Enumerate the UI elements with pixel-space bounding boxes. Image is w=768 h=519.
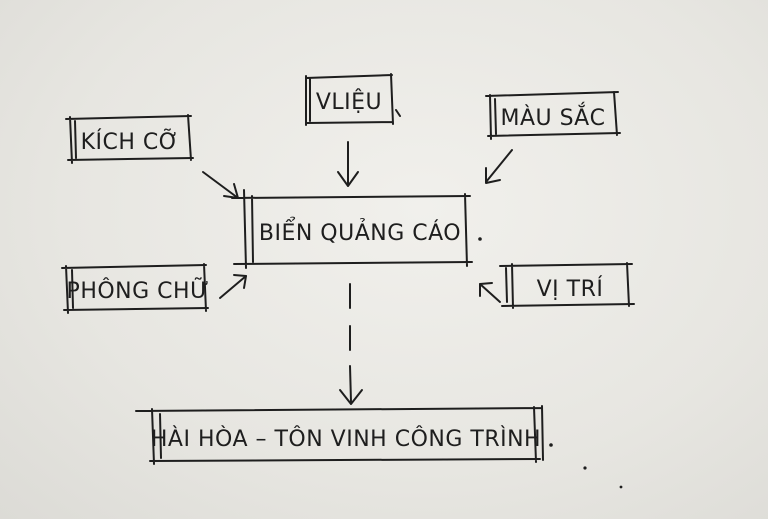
node-color: MÀU SẮC — [485, 91, 621, 140]
node-size-label: KÍCH CỠ — [81, 128, 180, 155]
node-center-label: BIỂN QUẢNG CÁO — [259, 218, 461, 246]
stray-mark — [619, 485, 623, 489]
node-result: HÀI HÒA – TÔN VINH CÔNG TRÌNH — [135, 405, 553, 465]
node-position-box — [499, 262, 635, 309]
arrow-position-to-center — [479, 282, 501, 303]
node-color-box — [485, 91, 621, 140]
arrow-material-to-center — [337, 141, 359, 187]
node-size: KÍCH CỠ — [65, 114, 194, 164]
node-color-label: MÀU SẮC — [500, 102, 605, 131]
center-period — [478, 237, 482, 241]
node-material-label: VLIỆU — [316, 89, 382, 115]
stray-mark — [583, 466, 587, 470]
node-position: VỊ TRÍ — [499, 262, 635, 309]
arrow-font-to-center — [219, 274, 247, 299]
result-period — [549, 443, 553, 447]
node-position-label: VỊ TRÍ — [537, 276, 604, 302]
node-font-label: PHÔNG CHỮ — [67, 277, 210, 304]
node-center-box — [231, 189, 473, 269]
arrow-color-to-center — [485, 149, 513, 184]
node-size-box — [65, 114, 194, 164]
node-result-box — [135, 405, 544, 465]
node-font: PHÔNG CHỮ — [61, 263, 210, 314]
arrow-size-to-center — [202, 171, 239, 199]
arrow-center-to-result — [339, 283, 363, 405]
node-result-label: HÀI HÒA – TÔN VINH CÔNG TRÌNH — [151, 426, 541, 452]
node-material: VLIỆU — [305, 73, 401, 126]
node-center: BIỂN QUẢNG CÁO — [231, 189, 482, 269]
node-font-box — [61, 263, 209, 314]
node-material-box — [305, 73, 401, 126]
